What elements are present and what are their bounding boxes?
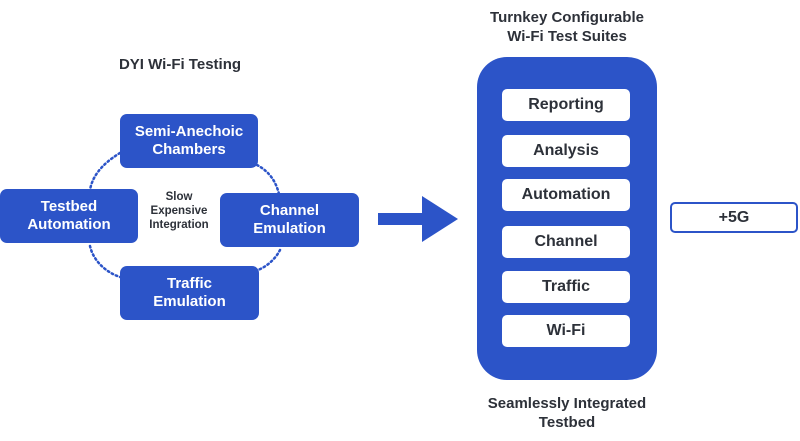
node-label-line: Emulation — [253, 220, 326, 237]
footer-line: Testbed — [538, 414, 596, 431]
node-label-line: Testbed — [40, 198, 98, 215]
right-arrow-icon — [378, 196, 458, 242]
caption-line: Integration — [149, 219, 209, 231]
layer-automation: Automation — [502, 179, 630, 211]
dotted-cycle-ring — [88, 151, 282, 279]
title-line: Turnkey Configurable — [490, 9, 644, 26]
caption-line: Expensive — [150, 205, 208, 217]
dotted-connector-top-right — [255, 163, 281, 196]
layer-traffic: Traffic — [502, 271, 630, 303]
addon-5g-box: +5G — [670, 202, 798, 233]
layer-channel: Channel — [502, 226, 630, 258]
layer-wifi: Wi-Fi — [502, 315, 630, 347]
dyi-title: DYI Wi-Fi Testing — [118, 56, 242, 73]
footer-line: Seamlessly Integrated — [487, 395, 647, 412]
dotted-connector-top-left — [88, 151, 122, 192]
node-label-line: Automation — [27, 216, 111, 233]
caption-line: Slow — [165, 191, 193, 203]
test-suite-stack: Reporting Analysis Automation Channel Tr… — [477, 57, 657, 380]
dotted-connector-bottom-right — [256, 248, 282, 272]
suite-title: Turnkey Configurable Wi-Fi Test Suites — [467, 8, 667, 46]
node-label-line: Traffic — [166, 275, 212, 292]
node-label-line: Emulation — [153, 293, 226, 310]
suite-footer: Seamlessly Integrated Testbed — [462, 394, 672, 432]
node-label-line: Chambers — [152, 141, 226, 158]
node-label-line: Channel — [259, 202, 320, 219]
layer-analysis: Analysis — [502, 135, 630, 167]
title-line: Wi-Fi Test Suites — [507, 28, 627, 45]
node-label-line: Semi-Anechoic — [134, 123, 244, 140]
layer-reporting: Reporting — [502, 89, 630, 121]
center-caption: Slow Expensive Integration — [138, 190, 220, 232]
dotted-connector-bottom-left — [88, 244, 122, 279]
